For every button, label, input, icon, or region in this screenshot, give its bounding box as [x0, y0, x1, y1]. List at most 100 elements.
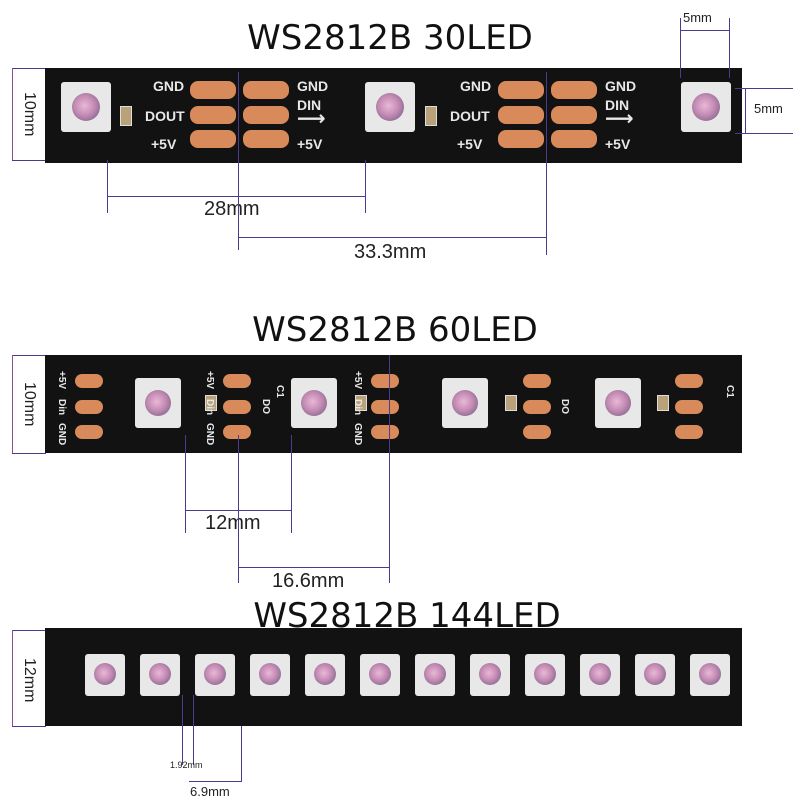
label-din: Din [352, 399, 363, 416]
led-chip [415, 654, 455, 696]
width-label-144: 12mm [21, 658, 38, 703]
led-chip [442, 378, 488, 428]
led-dim-left [680, 18, 681, 78]
solder-pad [551, 130, 597, 148]
label-gnd: GND [204, 423, 215, 446]
solder-pad [223, 400, 251, 414]
solder-pad [551, 106, 597, 124]
led-chip [690, 654, 730, 696]
title-60led: WS2812B 60LED [252, 310, 538, 350]
led-chip [470, 654, 510, 696]
label-do: DO [260, 399, 271, 414]
label-5v: +5V [457, 136, 483, 152]
led-dim-top [680, 30, 729, 31]
arrow-icon: ⟶ [297, 108, 326, 130]
led-dim-side [745, 88, 746, 133]
led-dim-upper [735, 88, 793, 89]
label-5v: +5V [56, 371, 67, 390]
capacitor [505, 395, 517, 411]
led-chip [61, 82, 111, 132]
solder-pad [551, 81, 597, 99]
led-chip [580, 654, 620, 696]
cut-line [238, 237, 546, 238]
solder-pad [75, 425, 103, 439]
pitch-ext-right [241, 726, 242, 782]
led-dim-right [729, 18, 730, 78]
solder-pad [190, 130, 236, 148]
label-dout: DOUT [450, 108, 490, 124]
solder-pad [498, 81, 544, 99]
solder-pad [371, 374, 399, 388]
cut-label-30: 33.3mm [354, 241, 427, 263]
solder-pad [75, 400, 103, 414]
solder-pad [523, 400, 551, 414]
capacitor [425, 106, 437, 126]
led-chip [635, 654, 675, 696]
capacitor [657, 395, 669, 411]
led-width-label: 5mm [683, 10, 712, 25]
capacitor [205, 395, 217, 411]
label-gnd: GND [56, 423, 67, 446]
led-chip [135, 378, 181, 428]
solder-pad [498, 106, 544, 124]
pitch-ext-left [107, 160, 108, 213]
led-chip [291, 378, 337, 428]
width-label-30: 10mm [21, 92, 38, 137]
pitch-line [107, 196, 365, 197]
label-5v: +5V [605, 136, 631, 152]
solder-pad [223, 425, 251, 439]
label-dout: DOUT [145, 108, 185, 124]
pitch-line [189, 781, 241, 782]
width-ext-bottom [12, 160, 46, 161]
solder-pad [498, 130, 544, 148]
pitch-label-60: 12mm [205, 512, 261, 534]
led-dim-lower [735, 133, 793, 134]
width-ext-top [12, 68, 46, 69]
label-din: DIN [605, 97, 630, 113]
gap-label-144: 1.92mm [170, 760, 203, 770]
cut-ext-right [389, 355, 390, 583]
label-gnd: GND [153, 78, 185, 94]
title-30led: WS2812B 30LED [247, 18, 533, 58]
width-bar [12, 355, 13, 453]
width-label-60: 10mm [21, 382, 38, 427]
solder-pad [523, 374, 551, 388]
led-chip [360, 654, 400, 696]
solder-pad [675, 374, 703, 388]
solder-pad [223, 374, 251, 388]
label-5v: +5V [204, 371, 215, 390]
label-din: Din [204, 399, 215, 416]
label-5v: +5V [352, 371, 363, 390]
led-chip [140, 654, 180, 696]
label-do: DO [559, 399, 570, 414]
solder-pad [675, 425, 703, 439]
cut-ext-left [238, 435, 239, 583]
width-ext-top [12, 355, 46, 356]
solder-pad [75, 374, 103, 388]
cut-line [238, 567, 389, 568]
cut-ext-left [238, 72, 239, 250]
led-chip [525, 654, 565, 696]
solder-pad [190, 106, 236, 124]
pitch-ext-left [185, 435, 186, 533]
led-chip [195, 654, 235, 696]
led-chip [595, 378, 641, 428]
solder-pad [243, 106, 289, 124]
width-ext-bottom [12, 453, 46, 454]
solder-pad [371, 425, 399, 439]
pitch-label-144: 6.9mm [190, 784, 230, 799]
solder-pad [675, 400, 703, 414]
led-chip [85, 654, 125, 696]
solder-pad [190, 81, 236, 99]
solder-pad [371, 400, 399, 414]
capacitor [120, 106, 132, 126]
led-chip [250, 654, 290, 696]
led-height-label: 5mm [754, 101, 783, 116]
gap-ext-left [182, 695, 183, 765]
label-5v: +5V [151, 136, 177, 152]
width-bar [12, 68, 13, 160]
solder-pad [243, 130, 289, 148]
width-ext-top [12, 630, 46, 631]
cut-label-60: 16.6mm [272, 570, 345, 592]
gap-ext-right [193, 695, 194, 765]
